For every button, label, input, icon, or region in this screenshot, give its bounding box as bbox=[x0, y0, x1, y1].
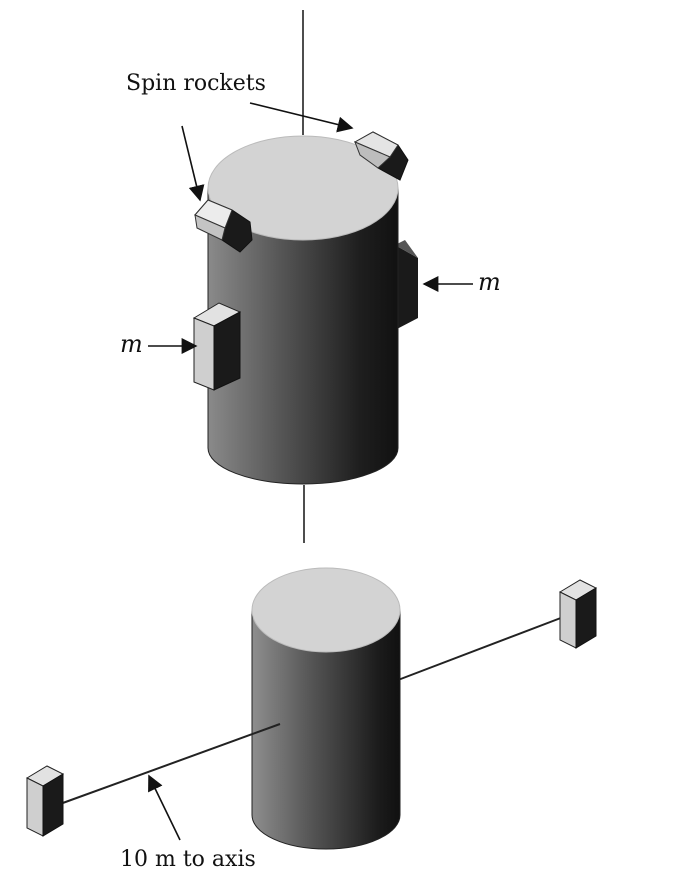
label-mass-right: m bbox=[478, 268, 501, 296]
end-mass-right bbox=[558, 579, 598, 649]
top-cylinder-body bbox=[207, 187, 399, 485]
mass-block-left bbox=[192, 302, 242, 391]
bottom-spacecraft: 10 m to axis bbox=[25, 567, 598, 872]
tether-rod-left bbox=[59, 723, 281, 805]
spin-rocket-right bbox=[353, 131, 409, 181]
label-spin-rockets: Spin rockets bbox=[126, 71, 266, 96]
label-distance: 10 m to axis bbox=[120, 847, 256, 872]
end-mass-left bbox=[25, 765, 65, 837]
bottom-cylinder-body bbox=[251, 609, 401, 850]
arrow-spin-rocket-right bbox=[249, 102, 354, 133]
mass-block-right bbox=[395, 240, 418, 330]
bottom-cylinder-top bbox=[251, 567, 401, 653]
arrow-spin-rocket-left bbox=[181, 125, 205, 202]
label-mass-left: m bbox=[120, 330, 143, 358]
top-cylinder-top bbox=[207, 135, 399, 241]
arrow-distance bbox=[148, 774, 181, 841]
tether-rod-right bbox=[397, 615, 567, 681]
top-spacecraft: Spin rockets m m bbox=[120, 10, 501, 543]
spin-rocket-left bbox=[194, 199, 253, 253]
